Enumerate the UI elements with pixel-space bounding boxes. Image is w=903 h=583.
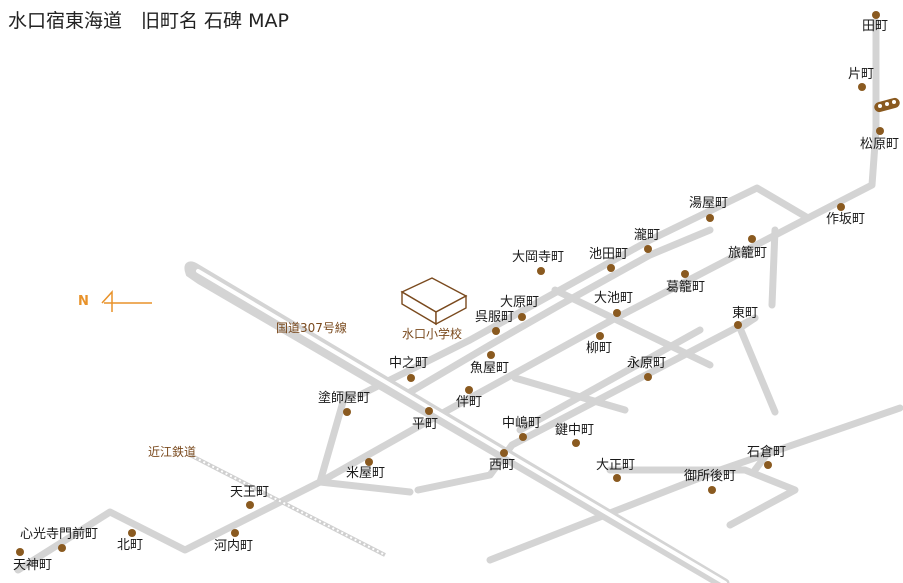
- marker-tennomachi[interactable]: [246, 501, 254, 509]
- north-label: N: [78, 294, 89, 309]
- label-ooikecho: 大池町: [594, 291, 634, 306]
- label-ishikuramachi: 石倉町: [747, 445, 787, 460]
- marker-komeyamachi[interactable]: [365, 458, 373, 466]
- marker-hatagomachi[interactable]: [748, 235, 756, 243]
- marker-kaginakamachi[interactable]: [572, 439, 580, 447]
- marker-oharacho[interactable]: [518, 313, 526, 321]
- marker-kitamachi[interactable]: [128, 529, 136, 537]
- marker-nakanomachi[interactable]: [407, 374, 415, 382]
- marker-nakajimamachi[interactable]: [519, 433, 527, 441]
- marker-nishimachi[interactable]: [500, 449, 508, 457]
- marker-tsuzuramachi[interactable]: [681, 270, 689, 278]
- marker-yuyamachi[interactable]: [706, 214, 714, 222]
- label-hatagomachi: 旅籠町: [728, 246, 768, 261]
- marker-tenjinmachi[interactable]: [16, 548, 24, 556]
- marker-goshogomachi[interactable]: [708, 486, 716, 494]
- label-katamachi: 片町: [848, 67, 875, 82]
- label-higashimachi: 東町: [732, 306, 759, 321]
- label-nurishiyamachi: 塗師屋町: [318, 391, 371, 406]
- school-label: 水口小学校: [402, 327, 463, 341]
- marker-sakumachi[interactable]: [837, 203, 845, 211]
- marker-taishomachi[interactable]: [613, 474, 621, 482]
- marker-nagaharamachi[interactable]: [644, 373, 652, 381]
- school-building-icon: [400, 277, 468, 326]
- map-title: 水口宿東海道 旧町名 石碑 MAP: [8, 10, 289, 32]
- railway-label: 近江鉄道: [148, 445, 197, 459]
- marker-ishikuramachi[interactable]: [764, 461, 772, 469]
- marker-tomomachi[interactable]: [465, 386, 473, 394]
- marker-katamachi[interactable]: [858, 83, 866, 91]
- label-uoyamachi: 魚屋町: [470, 361, 510, 376]
- label-yuyamachi: 湯屋町: [689, 196, 729, 211]
- marker-kawachimachi[interactable]: [231, 529, 239, 537]
- label-nakanomachi: 中之町: [389, 356, 429, 371]
- label-tomomachi: 伴町: [456, 395, 483, 410]
- label-oharacho: 大原町: [500, 295, 540, 310]
- label-nagaharamachi: 永原町: [627, 356, 667, 371]
- marker-shinkojimonmaemachi[interactable]: [58, 544, 66, 552]
- marker-uoyamachi[interactable]: [487, 351, 495, 359]
- marker-ooikecho[interactable]: [613, 309, 621, 317]
- marker-takimachi[interactable]: [644, 245, 652, 253]
- label-shinkojimonmaemachi: 心光寺門前町: [20, 527, 99, 542]
- label-komeyamachi: 米屋町: [346, 466, 386, 481]
- label-goshogomachi: 御所後町: [684, 469, 737, 484]
- road-label: 国道307号線: [276, 321, 347, 335]
- label-yanagimachi: 柳町: [586, 341, 613, 356]
- marker-ikedamachi[interactable]: [607, 264, 615, 272]
- label-matsubaracho: 松原町: [860, 137, 900, 152]
- label-taishomachi: 大正町: [596, 458, 636, 473]
- north-arrow: [101, 290, 152, 312]
- label-kaginakamachi: 鍵中町: [555, 423, 595, 438]
- marker-ookajimachi[interactable]: [537, 267, 545, 275]
- label-nakajimamachi: 中嶋町: [502, 416, 542, 431]
- label-tamachi: 田町: [862, 19, 889, 34]
- label-takimachi: 瀧町: [634, 228, 661, 243]
- label-ikedamachi: 池田町: [589, 247, 629, 262]
- label-gofukucho: 呉服町: [475, 310, 515, 325]
- route-307: [184, 261, 730, 583]
- label-kitamachi: 北町: [117, 538, 144, 553]
- railway: [189, 453, 386, 557]
- label-nishimachi: 西町: [489, 458, 516, 473]
- monument-icon: [874, 97, 900, 113]
- label-kawachimachi: 河内町: [214, 539, 254, 554]
- label-ookajimachi: 大岡寺町: [512, 250, 565, 265]
- label-tenjinmachi: 天神町: [13, 558, 53, 573]
- marker-tamachi[interactable]: [872, 11, 880, 19]
- marker-nurishiyamachi[interactable]: [343, 408, 351, 416]
- label-hiramachi: 平町: [412, 417, 439, 432]
- markers: [16, 11, 884, 556]
- label-tsuzuramachi: 葛籠町: [666, 280, 706, 295]
- marker-hiramachi[interactable]: [425, 407, 433, 415]
- label-tennomachi: 天王町: [230, 485, 270, 500]
- marker-matsubaracho[interactable]: [876, 127, 884, 135]
- marker-yanagimachi[interactable]: [596, 332, 604, 340]
- marker-gofukucho[interactable]: [492, 327, 500, 335]
- marker-higashimachi[interactable]: [734, 321, 742, 329]
- label-sakumachi: 作坂町: [826, 212, 866, 227]
